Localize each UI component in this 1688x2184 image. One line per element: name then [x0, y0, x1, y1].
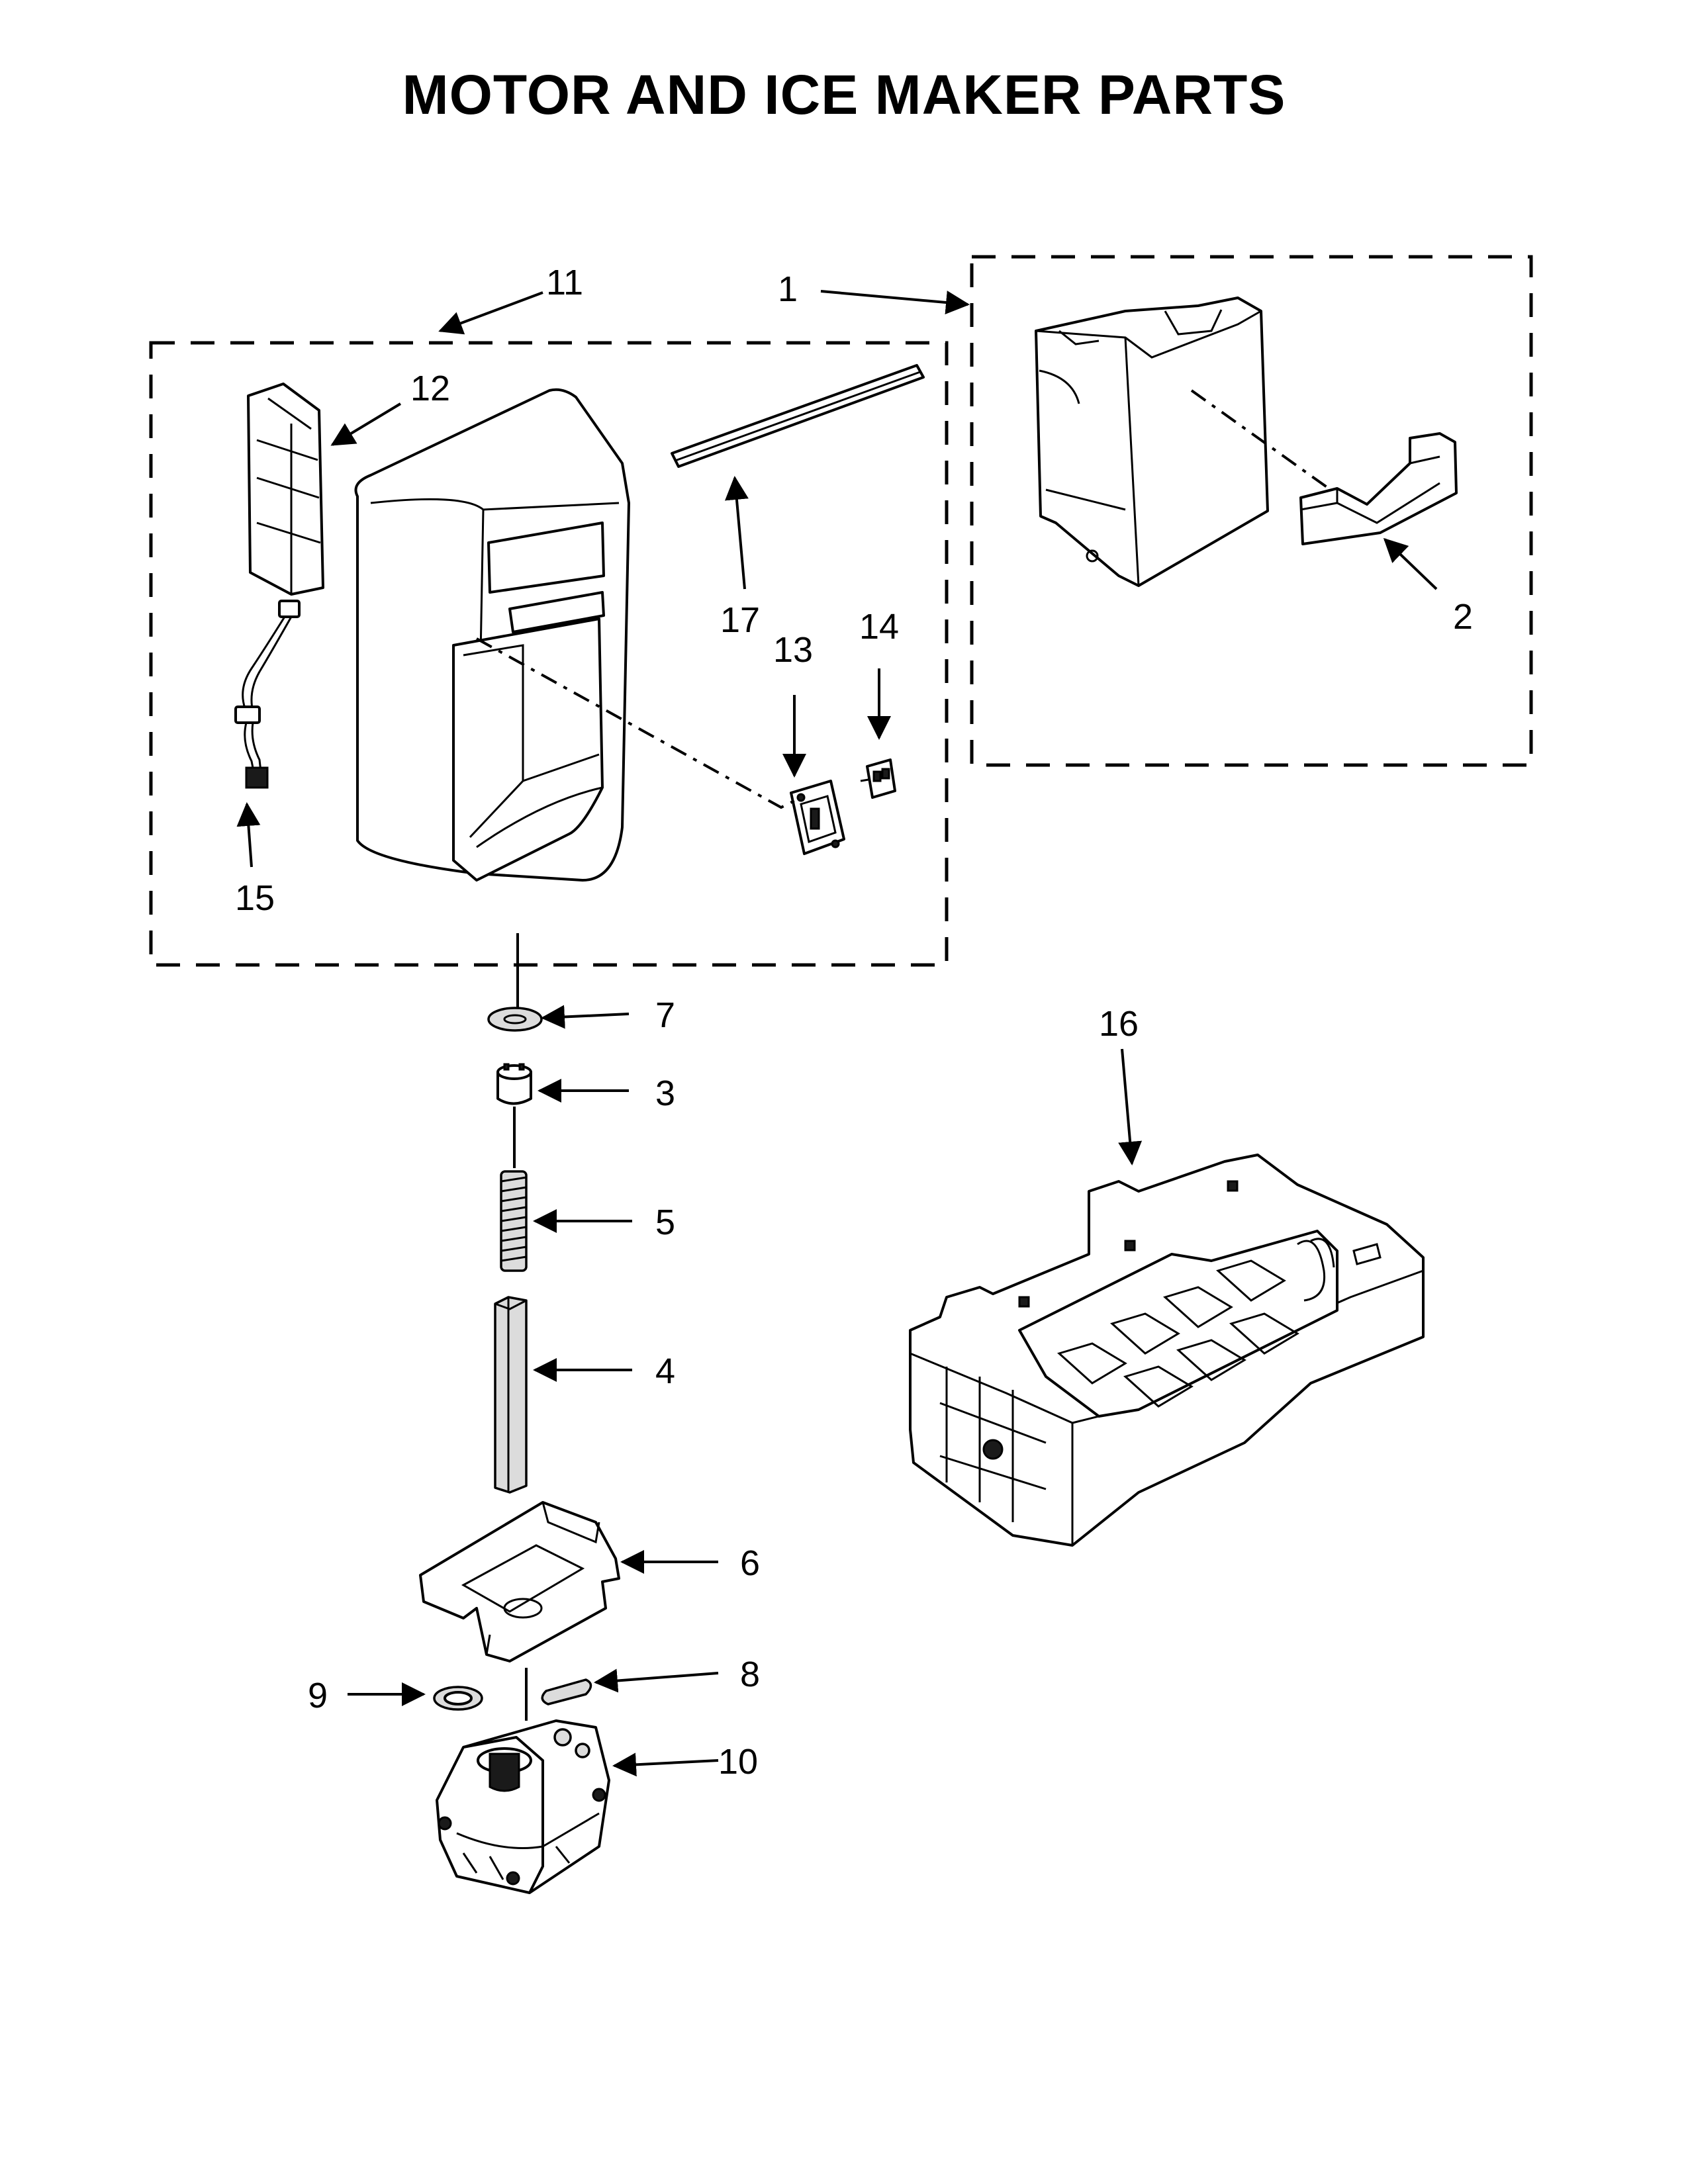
part-11-dispenser-housing — [354, 388, 630, 882]
part-7-washer — [487, 1007, 543, 1032]
callout-9: 9 — [308, 1676, 328, 1715]
callout-5: 5 — [655, 1203, 675, 1242]
ice-bin-group-box — [970, 255, 1533, 767]
callout-12: 12 — [410, 369, 450, 408]
part-12-cover-panel — [247, 383, 324, 596]
callout-7: 7 — [655, 995, 675, 1035]
part-13-switch-bracket — [790, 780, 845, 855]
dispenser-assembly-group-box — [149, 341, 949, 967]
part-1-ice-bin — [1035, 296, 1269, 587]
leader-lines — [236, 290, 1438, 1777]
callout-11: 11 — [546, 263, 583, 302]
callout-8: 8 — [740, 1655, 760, 1694]
callout-4: 4 — [655, 1351, 675, 1391]
part-4-drive-shaft — [494, 1296, 528, 1494]
callout-6: 6 — [740, 1543, 760, 1583]
callout-17: 17 — [720, 600, 760, 640]
part-17-trim-strip — [671, 364, 925, 468]
part-5-spring — [500, 1170, 528, 1272]
assembly-line-bin-front — [1190, 389, 1332, 491]
part-16-ice-maker — [909, 1154, 1425, 1547]
part-14-switch — [860, 758, 896, 799]
callout-3: 3 — [655, 1073, 675, 1113]
part-8-key — [541, 1678, 592, 1706]
part-3-coupler — [496, 1063, 532, 1105]
part-10-auger-motor — [436, 1719, 610, 1894]
callout-2: 2 — [1453, 597, 1473, 637]
part-15-wire-harness — [234, 600, 301, 789]
part-6-motor-mount — [419, 1501, 620, 1662]
assembly-line-housing-bracket — [476, 637, 795, 809]
callout-10: 10 — [718, 1742, 758, 1782]
page-title: MOTOR AND ICE MAKER PARTS — [402, 64, 1286, 126]
callout-14: 14 — [859, 607, 899, 647]
callout-16: 16 — [1099, 1004, 1139, 1044]
callout-15: 15 — [235, 878, 275, 918]
part-9-washer — [433, 1686, 483, 1711]
callout-1: 1 — [778, 269, 798, 309]
part-2-bin-front — [1299, 432, 1458, 545]
callout-13: 13 — [773, 630, 813, 670]
